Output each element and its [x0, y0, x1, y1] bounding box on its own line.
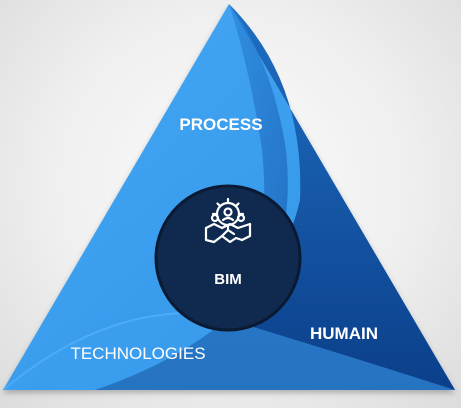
center-circle — [154, 184, 302, 332]
label-bim: BIM — [214, 271, 242, 288]
team-handshake-icon — [204, 197, 252, 244]
segment-technologies — [3, 313, 455, 390]
label-technologies: TECHNOLOGIES — [70, 344, 205, 363]
label-humain: HUMAIN — [310, 324, 378, 343]
label-process: PROCESS — [179, 115, 262, 134]
segment-humain — [95, 4, 455, 390]
